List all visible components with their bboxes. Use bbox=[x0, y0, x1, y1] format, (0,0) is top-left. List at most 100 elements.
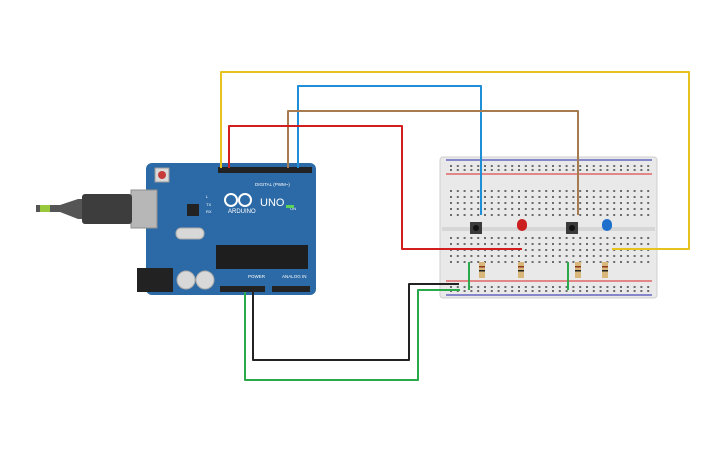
usb-chip bbox=[187, 204, 199, 216]
breadboard-hole bbox=[592, 290, 595, 292]
breadboard-hole bbox=[640, 208, 643, 210]
breadboard-hole bbox=[579, 255, 582, 257]
arduino-uno-board[interactable]: ARDUINO UNO ON L TX RX DIGITAL (PWM~) PO… bbox=[36, 163, 316, 295]
breadboard-hole bbox=[565, 255, 568, 257]
push-button-1[interactable] bbox=[470, 222, 482, 234]
breadboard-hole bbox=[484, 255, 486, 257]
breadboard-hole bbox=[552, 202, 554, 204]
breadboard-hole bbox=[470, 290, 473, 292]
breadboard-hole bbox=[647, 290, 650, 292]
arduino-logo bbox=[224, 193, 252, 207]
breadboard-hole bbox=[579, 286, 582, 288]
atmega-chip bbox=[216, 245, 308, 269]
resistor-4[interactable] bbox=[602, 262, 608, 278]
breadboard-hole bbox=[497, 202, 500, 204]
wire-black[interactable] bbox=[252, 283, 459, 361]
breadboard-hole bbox=[463, 237, 466, 239]
breadboard-hole bbox=[558, 243, 561, 245]
breadboard-hole bbox=[531, 169, 534, 171]
led-red[interactable] bbox=[517, 219, 527, 231]
breadboard-hole bbox=[538, 208, 541, 210]
wire-green[interactable] bbox=[244, 289, 460, 381]
breadboard-hole bbox=[538, 169, 541, 171]
resistor-3[interactable] bbox=[575, 262, 581, 278]
breadboard-hole bbox=[484, 243, 486, 245]
breadboard-hole bbox=[497, 261, 500, 263]
breadboard-hole bbox=[463, 208, 466, 210]
breadboard-hole bbox=[620, 290, 622, 292]
power-header[interactable] bbox=[220, 286, 265, 292]
digital-header[interactable] bbox=[218, 167, 312, 173]
push-button-2[interactable] bbox=[566, 222, 578, 234]
breadboard-hole bbox=[640, 214, 643, 216]
breadboard-hole bbox=[558, 290, 561, 292]
breadboard-hole bbox=[633, 208, 636, 210]
breadboard-hole bbox=[477, 214, 480, 216]
breadboard-hole bbox=[633, 196, 636, 198]
breadboard-hole bbox=[490, 169, 493, 171]
breadboard-hole bbox=[558, 196, 561, 198]
breadboard-hole bbox=[647, 261, 650, 263]
breadboard-hole bbox=[490, 286, 493, 288]
breadboard-hole bbox=[606, 243, 609, 245]
breadboard-hole bbox=[518, 208, 520, 210]
breadboard-hole bbox=[511, 169, 514, 171]
breadboard-hole bbox=[545, 237, 548, 239]
breadboard-hole bbox=[640, 286, 643, 288]
led-blue[interactable] bbox=[602, 219, 612, 231]
led-tx-label: TX bbox=[206, 202, 211, 207]
breadboard-hole bbox=[470, 261, 473, 263]
breadboard-hole bbox=[518, 202, 520, 204]
wire-brown[interactable] bbox=[287, 110, 579, 215]
breadboard-center-channel bbox=[442, 227, 655, 231]
breadboard-hole bbox=[456, 208, 459, 210]
breadboard-hole bbox=[579, 165, 582, 167]
wire-red[interactable] bbox=[228, 125, 522, 250]
breadboard-hole bbox=[579, 190, 582, 192]
capacitor-2 bbox=[195, 270, 215, 290]
breadboard-hole bbox=[497, 208, 500, 210]
breadboard-hole bbox=[490, 261, 493, 263]
breadboard-hole bbox=[518, 290, 520, 292]
breadboard-hole bbox=[470, 165, 473, 167]
breadboard-hole bbox=[586, 255, 588, 257]
capacitor-1 bbox=[176, 270, 196, 290]
breadboard-hole bbox=[456, 286, 459, 288]
breadboard-hole bbox=[626, 237, 629, 239]
breadboard-hole bbox=[647, 243, 650, 245]
board-brand: ARDUINO bbox=[228, 209, 256, 215]
breadboard-hole bbox=[511, 237, 514, 239]
breadboard-hole bbox=[538, 255, 541, 257]
breadboard-hole bbox=[552, 249, 554, 251]
breadboard-hole bbox=[572, 286, 575, 288]
breadboard-hole bbox=[572, 165, 575, 167]
breadboard-hole bbox=[504, 196, 507, 198]
breadboard-hole bbox=[592, 243, 595, 245]
breadboard-hole bbox=[490, 290, 493, 292]
breadboard-hole bbox=[477, 190, 480, 192]
resistor-1[interactable] bbox=[479, 262, 485, 278]
wire-yellow[interactable] bbox=[220, 71, 690, 250]
on-led bbox=[286, 205, 294, 208]
resistor-2[interactable] bbox=[518, 262, 524, 278]
analog-header[interactable] bbox=[272, 286, 310, 292]
breadboard-hole bbox=[633, 169, 636, 171]
crystal bbox=[175, 227, 205, 240]
breadboard-hole bbox=[484, 190, 486, 192]
breadboard-hole bbox=[531, 165, 534, 167]
breadboard-hole bbox=[579, 290, 582, 292]
breadboard-hole bbox=[586, 196, 588, 198]
breadboard-hole bbox=[620, 208, 622, 210]
breadboard-hole bbox=[470, 196, 473, 198]
breadboard-hole bbox=[592, 208, 595, 210]
breadboard-hole bbox=[463, 202, 466, 204]
breadboard-hole bbox=[586, 243, 588, 245]
breadboard-hole bbox=[552, 165, 554, 167]
breadboard-hole bbox=[545, 196, 548, 198]
breadboard-hole bbox=[647, 237, 650, 239]
breadboard-hole bbox=[579, 208, 582, 210]
breadboard-hole bbox=[518, 255, 520, 257]
breadboard-hole bbox=[586, 202, 588, 204]
breadboard-hole bbox=[497, 190, 500, 192]
breadboard-hole bbox=[450, 208, 452, 210]
